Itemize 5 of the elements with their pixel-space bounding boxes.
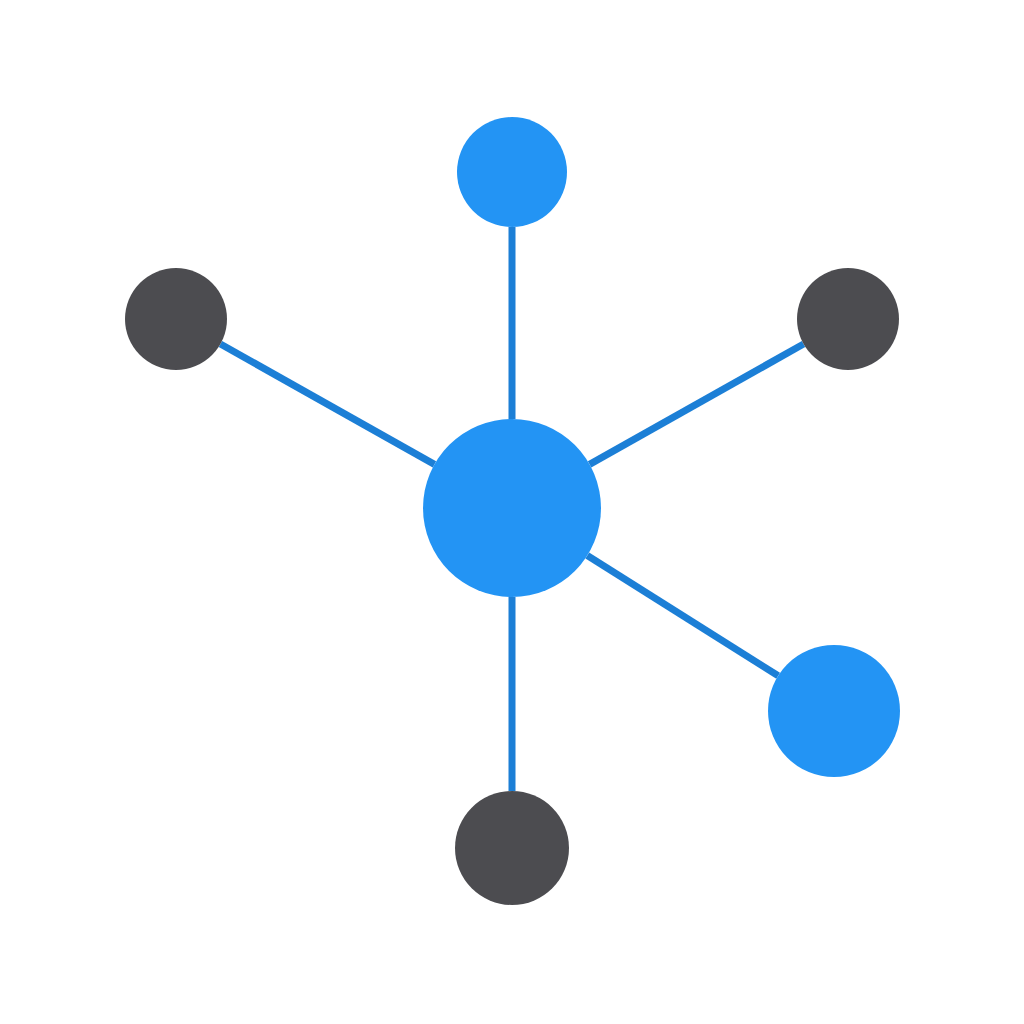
connector-line xyxy=(508,597,516,791)
connector-line xyxy=(587,340,806,468)
connector-line xyxy=(585,552,781,679)
connector-line xyxy=(218,340,437,468)
connector-line xyxy=(508,227,516,419)
